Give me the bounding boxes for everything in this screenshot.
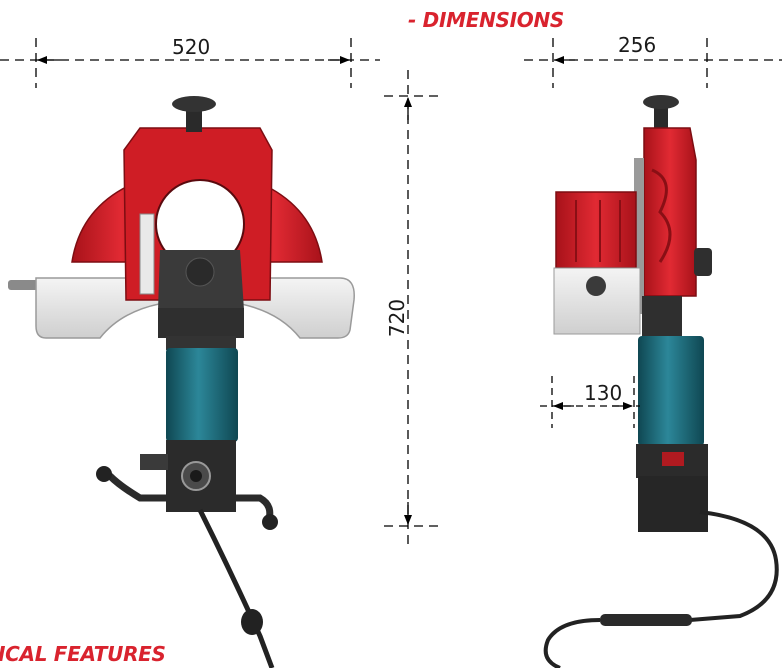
front-motor: [166, 348, 238, 442]
front-base-plate: [35, 277, 355, 339]
section-title-features: ICAL FEATURES: [0, 642, 166, 666]
side-red-body: [643, 127, 697, 297]
front-handle-knob-right: [262, 514, 278, 530]
side-motor: [638, 336, 704, 446]
front-cable-plug: [241, 609, 263, 635]
dim-256-label: 256: [618, 33, 656, 57]
side-handle-body: [638, 476, 708, 532]
front-side-stub: [8, 280, 38, 290]
front-neck: [166, 336, 236, 350]
side-grey-hub: [586, 276, 606, 296]
side-body-contour: [651, 168, 672, 263]
side-right-knob: [694, 248, 712, 276]
side-red-block: [555, 191, 637, 269]
side-cable-lower: [543, 618, 601, 670]
side-cable-connector: [600, 614, 692, 626]
dim-130-label: 130: [584, 381, 622, 405]
side-cable-upper: [689, 510, 779, 622]
front-knob-cap: [172, 96, 216, 112]
front-handle-knob-left: [96, 466, 112, 482]
front-knob-stem: [186, 108, 202, 132]
dimension-lines: [0, 38, 782, 548]
side-switch: [662, 452, 684, 466]
side-gear-housing: [642, 296, 682, 336]
section-title-dimensions: - DIMENSIONS: [408, 8, 564, 32]
front-view-machine: [8, 96, 355, 669]
front-cable: [197, 508, 275, 669]
front-handle-dial-center: [190, 470, 202, 482]
dim-520-label: 520: [172, 35, 210, 59]
side-plate: [634, 158, 644, 314]
front-trigger: [140, 454, 168, 470]
front-clamp-hub: [185, 257, 215, 287]
front-gear-housing: [158, 308, 244, 338]
side-view-machine: [543, 95, 779, 670]
side-knob-cap: [643, 95, 679, 109]
front-scale-plate: [139, 213, 155, 295]
front-handle-bar: [106, 472, 274, 526]
dim-720-label: 720: [385, 299, 409, 337]
side-knob-stem: [654, 104, 668, 128]
